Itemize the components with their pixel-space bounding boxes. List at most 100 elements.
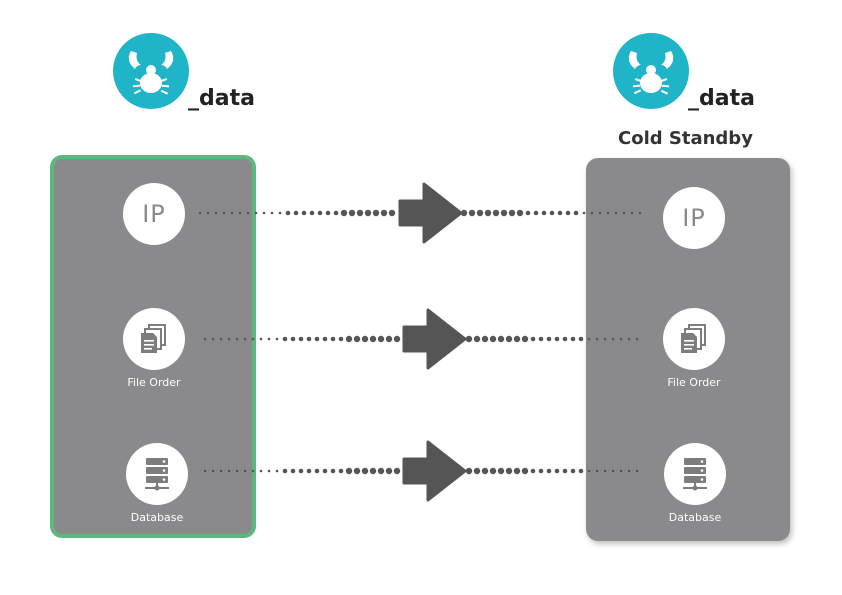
connector-dot xyxy=(578,468,584,474)
arrow-right-icon xyxy=(402,308,467,370)
connector-dot xyxy=(235,337,239,341)
connector-dot xyxy=(369,335,377,343)
connector-dot xyxy=(516,209,524,217)
connector-dot xyxy=(345,467,353,475)
connector-dot xyxy=(562,336,568,342)
connector-dot xyxy=(489,335,497,343)
connector-dot xyxy=(356,209,364,217)
standby-ip-node: IP xyxy=(663,187,725,249)
connector-dot xyxy=(562,468,568,474)
connector-dot xyxy=(251,337,255,341)
ip-label: IP xyxy=(142,200,166,228)
connector-dot xyxy=(635,469,639,473)
connector-dot xyxy=(353,467,361,475)
cold-standby-title: Cold Standby xyxy=(618,128,753,149)
connector-dot xyxy=(468,209,476,217)
connector-dot xyxy=(538,468,544,474)
connector-dot xyxy=(497,467,505,475)
connector-dot xyxy=(513,467,521,475)
connector-dot xyxy=(211,337,215,341)
connector-dot xyxy=(582,211,586,215)
connector-dot xyxy=(460,209,468,217)
connector-dot xyxy=(573,210,579,216)
connector-dot xyxy=(259,469,263,473)
source-file-order-caption: File Order xyxy=(127,376,181,389)
connector-dot xyxy=(314,336,320,342)
connector-dot xyxy=(546,468,552,474)
connector-dot xyxy=(465,335,473,343)
connector-dot xyxy=(275,337,279,341)
connector-dot xyxy=(525,210,531,216)
connector-dot xyxy=(587,469,591,473)
connector-dot xyxy=(465,467,473,475)
connector-dot xyxy=(611,469,615,473)
connector-dot xyxy=(230,211,234,215)
connector-dot xyxy=(481,467,489,475)
connector-dot xyxy=(587,337,591,341)
connector-dot xyxy=(473,335,481,343)
server-icon xyxy=(683,458,707,491)
connector-dot xyxy=(270,211,274,215)
connector-dot xyxy=(570,468,576,474)
connector-dot xyxy=(489,467,497,475)
connector-dot xyxy=(267,337,271,341)
connector-dot xyxy=(298,468,304,474)
connector-dot xyxy=(293,210,299,216)
connector-dot xyxy=(262,211,266,215)
connector-dot xyxy=(361,335,369,343)
connector-dot xyxy=(492,209,500,217)
connector-dot xyxy=(570,336,576,342)
connector-dot xyxy=(206,211,210,215)
connector-dot xyxy=(614,211,618,215)
source-ip-node: IP xyxy=(123,183,185,245)
connector-dot xyxy=(481,335,489,343)
connector-dot xyxy=(619,469,623,473)
connector-dot xyxy=(259,337,263,341)
connector-dot xyxy=(243,469,247,473)
connector-dot xyxy=(622,211,626,215)
connector-dot xyxy=(500,209,508,217)
connector-dot xyxy=(627,469,631,473)
connector-dot xyxy=(533,210,539,216)
brand-label-left: _data xyxy=(188,86,255,111)
connector-dot xyxy=(211,469,215,473)
connector-3 xyxy=(203,440,639,502)
connector-dot xyxy=(285,210,291,216)
connector-dot xyxy=(227,337,231,341)
connector-dot xyxy=(630,211,634,215)
server-icon xyxy=(145,458,169,491)
connector-dot xyxy=(246,211,250,215)
connector-dot xyxy=(227,469,231,473)
connector-dot xyxy=(521,335,529,343)
connector-dot xyxy=(538,336,544,342)
connector-dot xyxy=(606,211,610,215)
connector-dot xyxy=(298,336,304,342)
source-database-caption: Database xyxy=(130,511,184,524)
connector-dot xyxy=(611,337,615,341)
connector-dot xyxy=(314,468,320,474)
connector-dot xyxy=(554,468,560,474)
connector-dot xyxy=(578,336,584,342)
connector-dot xyxy=(619,337,623,341)
connector-dot xyxy=(198,211,202,215)
connector-dot xyxy=(380,209,388,217)
standby-file-order-node xyxy=(663,308,725,370)
connector-dot xyxy=(361,467,369,475)
connector-dot xyxy=(338,468,344,474)
connector-dot xyxy=(353,335,361,343)
connector-dot xyxy=(377,467,385,475)
standby-file-order-caption: File Order xyxy=(667,376,721,389)
connector-dot xyxy=(530,336,536,342)
connector-dot xyxy=(590,211,594,215)
crab-icon xyxy=(628,51,674,95)
connector-dot xyxy=(306,336,312,342)
connector-dot xyxy=(497,335,505,343)
connector-dot xyxy=(385,335,393,343)
connector-dot xyxy=(635,337,639,341)
connector-dot xyxy=(549,210,555,216)
connector-dot xyxy=(603,337,607,341)
connector-dot xyxy=(473,467,481,475)
connector-dot xyxy=(627,337,631,341)
connector-dot xyxy=(322,468,328,474)
connector-dot xyxy=(476,209,484,217)
